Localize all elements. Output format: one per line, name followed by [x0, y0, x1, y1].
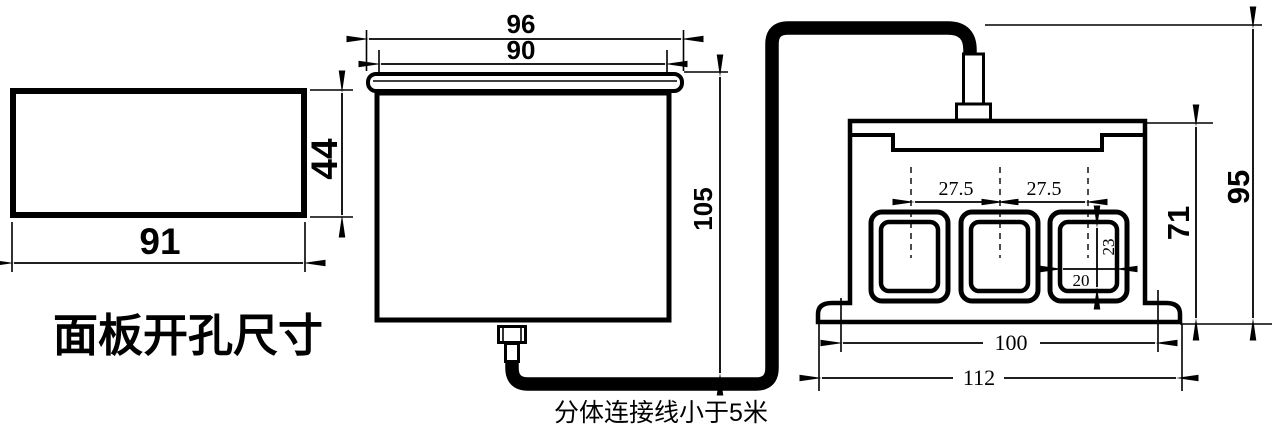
display-body	[374, 90, 672, 323]
sensor-connector-base	[955, 102, 992, 122]
hole-width-value: 20	[1073, 271, 1090, 290]
split-cable	[505, 21, 977, 391]
overall-width-value: 112	[963, 365, 995, 390]
display-unit-view: 96 90 105	[346, 9, 728, 396]
mounting-span-value: 100	[995, 330, 1028, 355]
cutout-height-value: 44	[304, 138, 345, 180]
connector-pin-lines	[502, 327, 522, 342]
cover-step-line	[850, 133, 1145, 152]
body-height-value: 71	[1161, 206, 1196, 240]
bezel-width-value: 96	[507, 9, 536, 39]
pitch-right-value: 27.5	[1027, 178, 1062, 200]
connection-cable	[505, 21, 1262, 391]
panel-cutout-rect	[10, 88, 307, 218]
pitch-left-value: 27.5	[939, 178, 974, 200]
cable-length-note: 分体连接线小于5米	[554, 399, 768, 427]
sensor-unit-view: 27.5 27.5 23 20 100 112 71 95	[799, 6, 1272, 391]
height-extension-lines	[310, 89, 353, 218]
depth-value: 105	[688, 187, 718, 230]
hole-height-value: 23	[1099, 239, 1118, 256]
display-connector-plug	[504, 342, 520, 363]
cutout-width-value: 91	[139, 221, 180, 262]
sensor-connector-plug	[962, 52, 985, 106]
display-bezel	[366, 72, 684, 93]
overall-height-value: 95	[1221, 170, 1256, 204]
panel-cutout-view: 44 91 面板开孔尺寸	[0, 70, 353, 361]
body-width-value: 90	[507, 35, 536, 65]
panel-cutout-label: 面板开孔尺寸	[53, 310, 323, 361]
ct-window-1-inner	[878, 219, 941, 294]
